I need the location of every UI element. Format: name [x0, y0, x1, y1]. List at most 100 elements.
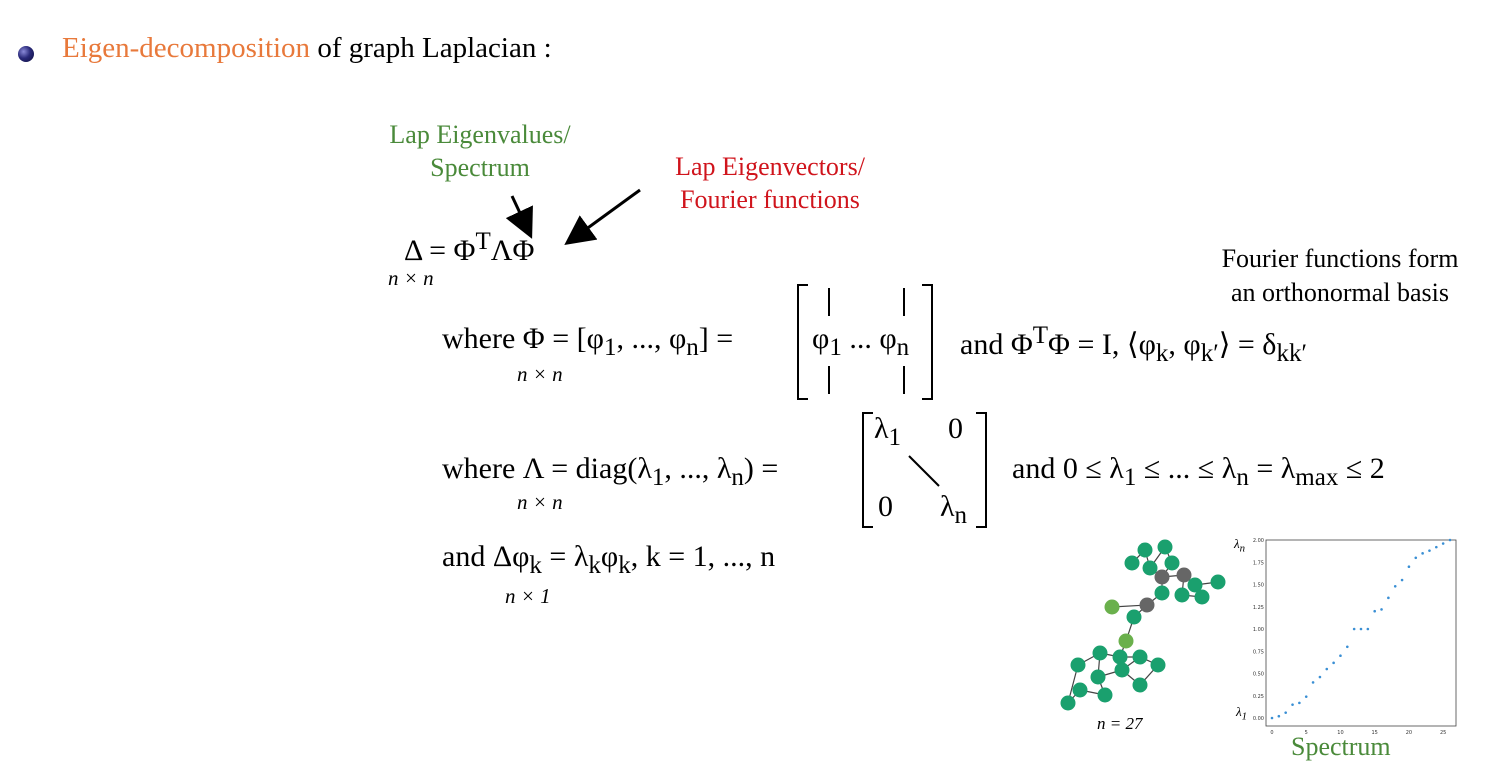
diag-m11: λ1	[874, 412, 902, 451]
graph-node	[1126, 609, 1142, 625]
spectrum-point	[1387, 596, 1390, 600]
y-tick-label: 0.00	[1253, 716, 1264, 722]
graph-node	[1194, 589, 1210, 605]
spectrum-point	[1373, 609, 1376, 613]
graph-node	[1187, 577, 1203, 593]
eigenvalues-label: Lap Eigenvalues/ Spectrum	[360, 118, 600, 184]
spectrum-point	[1359, 627, 1363, 631]
spectrum-point	[1441, 542, 1445, 545]
spectrum-point	[1325, 667, 1329, 671]
spectrum-point	[1400, 578, 1404, 582]
spectrum-point	[1435, 545, 1438, 549]
graph-node	[1137, 542, 1153, 558]
graph-node	[1097, 687, 1113, 703]
eq3-suffix: and 0 ≤ λ1 ≤ ... ≤ λn = λmax ≤ 2	[1012, 452, 1385, 491]
x-tick-label: 15	[1372, 730, 1378, 736]
x-tick-label: 10	[1337, 730, 1343, 736]
x-tick-label: 25	[1440, 730, 1446, 736]
eigenvectors-label-line2: Fourier functions	[680, 185, 860, 214]
graph-node	[1072, 682, 1088, 698]
spectrum-point	[1352, 627, 1356, 631]
x-tick-label: 5	[1305, 730, 1308, 736]
matrix-col-line	[828, 366, 830, 394]
graph-node	[1176, 567, 1192, 583]
spectrum-caption: Spectrum	[1291, 732, 1391, 761]
y-tick-label: 1.00	[1253, 627, 1264, 633]
graph-node	[1070, 657, 1086, 673]
spectrum-point	[1339, 654, 1342, 657]
graph-node	[1124, 555, 1140, 571]
spectrum-point	[1318, 675, 1322, 679]
graph-node	[1118, 633, 1134, 649]
lambda-n-marker: λn	[1234, 536, 1246, 555]
y-tick-label: 0.25	[1253, 694, 1264, 700]
spectrum-point	[1407, 565, 1411, 568]
graph-node	[1154, 569, 1170, 585]
eq2-matrix-mid: φ1 ... φn	[812, 322, 910, 361]
eq1-dimension: n × n	[388, 266, 434, 290]
eq1-text: Δ = ΦTΛΦ	[404, 228, 535, 267]
eq4-dimension: n × 1	[505, 584, 551, 608]
graph-node	[1114, 662, 1130, 678]
spectrum-point	[1448, 538, 1452, 542]
spectrum-point	[1291, 703, 1294, 706]
eigenvectors-label-line1: Lap Eigenvectors/	[675, 152, 865, 181]
graph-node	[1090, 669, 1106, 685]
molecule-graph	[1060, 539, 1226, 711]
eq3-dimension: n × n	[517, 490, 563, 514]
diag-right-bracket	[976, 412, 987, 528]
note-line1: Fourier functions form	[1221, 244, 1459, 273]
graph-node	[1210, 574, 1226, 590]
spectrum-point	[1304, 695, 1308, 698]
spectrum-point	[1380, 608, 1383, 611]
spectrum-point	[1346, 645, 1349, 649]
orthonormal-note: Fourier functions form an orthonormal ba…	[1190, 242, 1490, 310]
eigenvectors-label: Lap Eigenvectors/ Fourier functions	[640, 150, 900, 216]
graph-node	[1174, 587, 1190, 603]
matrix-col-line	[903, 288, 905, 316]
graph-node	[1132, 649, 1148, 665]
y-tick-label: 1.50	[1253, 583, 1264, 589]
graph-node	[1154, 585, 1170, 601]
y-tick-label: 2.00	[1253, 538, 1264, 544]
graph-node	[1139, 597, 1155, 613]
eigenvector-arrow	[564, 188, 641, 246]
y-tick-label: 1.75	[1253, 560, 1264, 566]
note-line2: an orthonormal basis	[1230, 278, 1450, 307]
spectrum-point	[1393, 584, 1397, 588]
y-tick-label: 1.25	[1253, 605, 1264, 611]
equation-decomposition: Δ = ΦTΛΦ	[404, 228, 534, 268]
spectrum-point	[1270, 716, 1274, 720]
matrix-col-line	[903, 366, 905, 394]
x-tick-label: 20	[1406, 730, 1412, 736]
bullet-icon	[18, 46, 34, 62]
spectrum-point	[1284, 711, 1287, 714]
spectrum-point	[1311, 681, 1315, 684]
graph-caption: n = 27	[1097, 714, 1143, 733]
eq2-suffix: and ΦTΦ = I, ⟨φk, φk′⟩ = δkk′	[960, 322, 1307, 367]
diag-dots	[908, 455, 940, 487]
graph-node	[1164, 555, 1180, 571]
y-tick-label: 0.75	[1253, 649, 1264, 655]
graph-node	[1142, 560, 1158, 576]
graph-node	[1150, 657, 1166, 673]
y-tick-label: 0.50	[1253, 672, 1264, 678]
spectrum-point	[1414, 556, 1418, 560]
spectrum-point	[1277, 714, 1281, 718]
diag-m21: 0	[878, 490, 893, 523]
spectrum-point	[1298, 701, 1301, 705]
matrix-right-bracket	[922, 284, 933, 400]
graph-node	[1132, 677, 1148, 693]
diag-m12: 0	[948, 412, 963, 445]
plot-frame	[1265, 539, 1457, 727]
eigenvalues-label-line2: Spectrum	[430, 153, 530, 182]
heading: Eigen-decomposition of graph Laplacian :	[62, 32, 552, 65]
graph-node	[1112, 649, 1128, 665]
graph-node	[1060, 695, 1076, 711]
diag-m22: λn	[940, 490, 968, 529]
eigenvalue-arrow	[505, 195, 533, 239]
matrix-col-line	[828, 288, 830, 316]
graph-node	[1104, 599, 1120, 615]
